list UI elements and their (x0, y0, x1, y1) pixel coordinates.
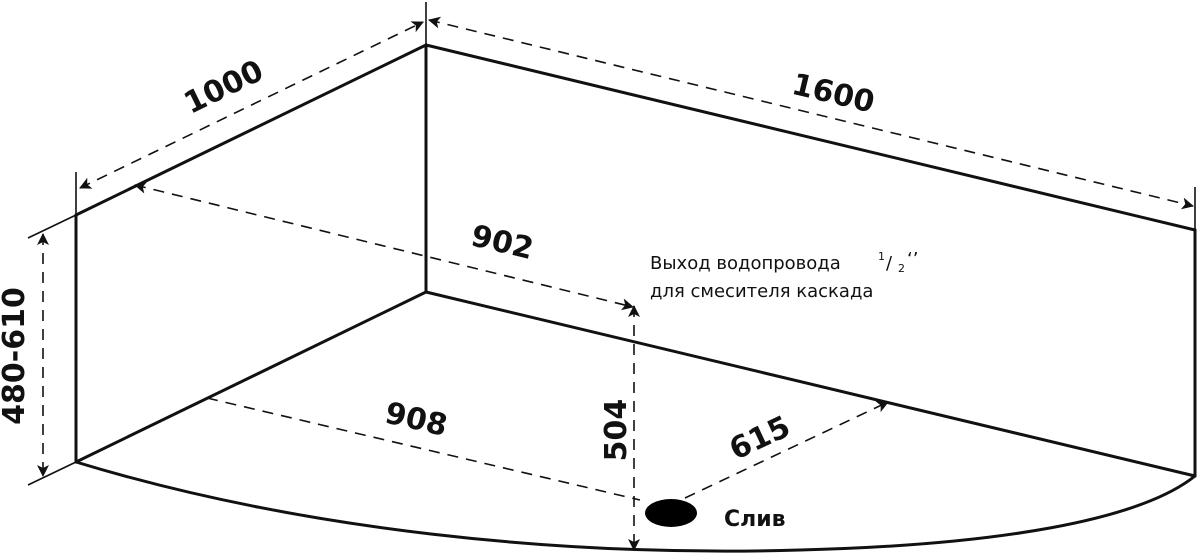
water-outlet-inch-mark: ‘’ (907, 249, 918, 270)
dimension-label-908: 908 (382, 396, 451, 444)
dimension-lines (37, 16, 1194, 551)
water-outlet-fraction-numerator: 1 (878, 250, 885, 263)
drain-label: Слив (724, 507, 786, 532)
dimension-line-908 (206, 397, 641, 501)
bathtub-outline (74, 43, 1197, 553)
water-outlet-note: Выход водопровода 1 / 2 ‘’ для смесителя… (650, 249, 918, 302)
dimension-label-902: 902 (468, 218, 537, 267)
dimension-label-615: 615 (724, 409, 796, 467)
dimension-label-1000: 1000 (179, 53, 269, 121)
water-outlet-line1: Выход водопровода (650, 253, 841, 274)
water-outlet-line2: для смесителя каскада (650, 281, 873, 302)
left-floor-edge (74, 290, 428, 464)
dimension-line-615 (684, 401, 889, 499)
dimension-line-902 (134, 181, 634, 311)
dimension-line-1600 (428, 16, 1194, 210)
dimension-line-1000 (79, 21, 424, 189)
extension-lines (27, 2, 1196, 486)
extension-line-height-top (27, 214, 77, 239)
back-floor-edge (424, 290, 1197, 478)
water-outlet-fraction-slash: / (886, 253, 893, 274)
drain-hole (645, 499, 697, 527)
extension-line-height-bottom (27, 461, 77, 486)
dimension-label-504: 504 (599, 399, 634, 462)
water-outlet-text: Выход водопровода (650, 253, 841, 274)
dimension-label-height: 480-610 (0, 287, 32, 425)
dimension-label-1600: 1600 (789, 67, 878, 121)
front-curved-edge (74, 460, 1197, 553)
water-outlet-fraction-denominator: 2 (898, 262, 905, 275)
